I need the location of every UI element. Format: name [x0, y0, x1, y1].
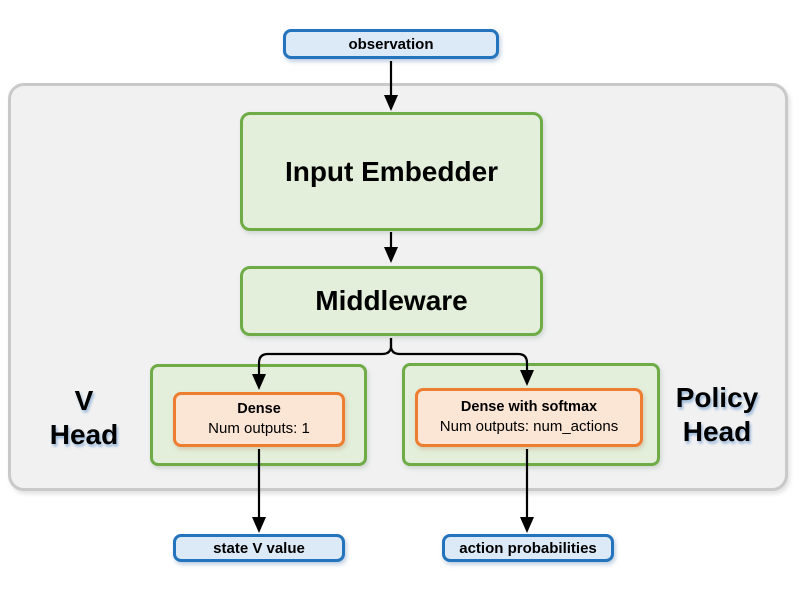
policy-head-label-line2: Head	[682, 415, 752, 447]
v-head-label-line2: Head	[49, 418, 119, 450]
middleware-label: Middleware	[315, 285, 468, 316]
observation-node: observation	[283, 29, 499, 59]
action-probabilities-node: action probabilities	[442, 534, 614, 562]
policy-head-label: Policy Head	[652, 381, 782, 448]
action-probabilities-label: action probabilities	[459, 539, 597, 557]
policy-head-dense-node: Dense with softmax Num outputs: num_acti…	[415, 388, 643, 447]
policy-head-dense-subtitle: Num outputs: num_actions	[439, 418, 619, 436]
v-head-label: V Head	[28, 384, 140, 451]
middleware-node: Middleware	[240, 266, 543, 336]
state-v-value-node: state V value	[173, 534, 345, 562]
v-head-dense-node: Dense Num outputs: 1	[173, 392, 345, 447]
policy-head-label-line1: Policy	[675, 382, 759, 413]
input-embedder-label: Input Embedder	[284, 155, 499, 187]
v-head-label-line1: V	[74, 385, 94, 416]
v-head-dense-title: Dense	[237, 400, 281, 417]
v-head-dense-subtitle: Num outputs: 1	[208, 420, 310, 438]
input-embedder-node: Input Embedder	[240, 112, 543, 231]
policy-head-dense-title: Dense with softmax	[460, 398, 598, 415]
state-v-value-label: state V value	[213, 539, 305, 557]
observation-label: observation	[348, 35, 434, 53]
